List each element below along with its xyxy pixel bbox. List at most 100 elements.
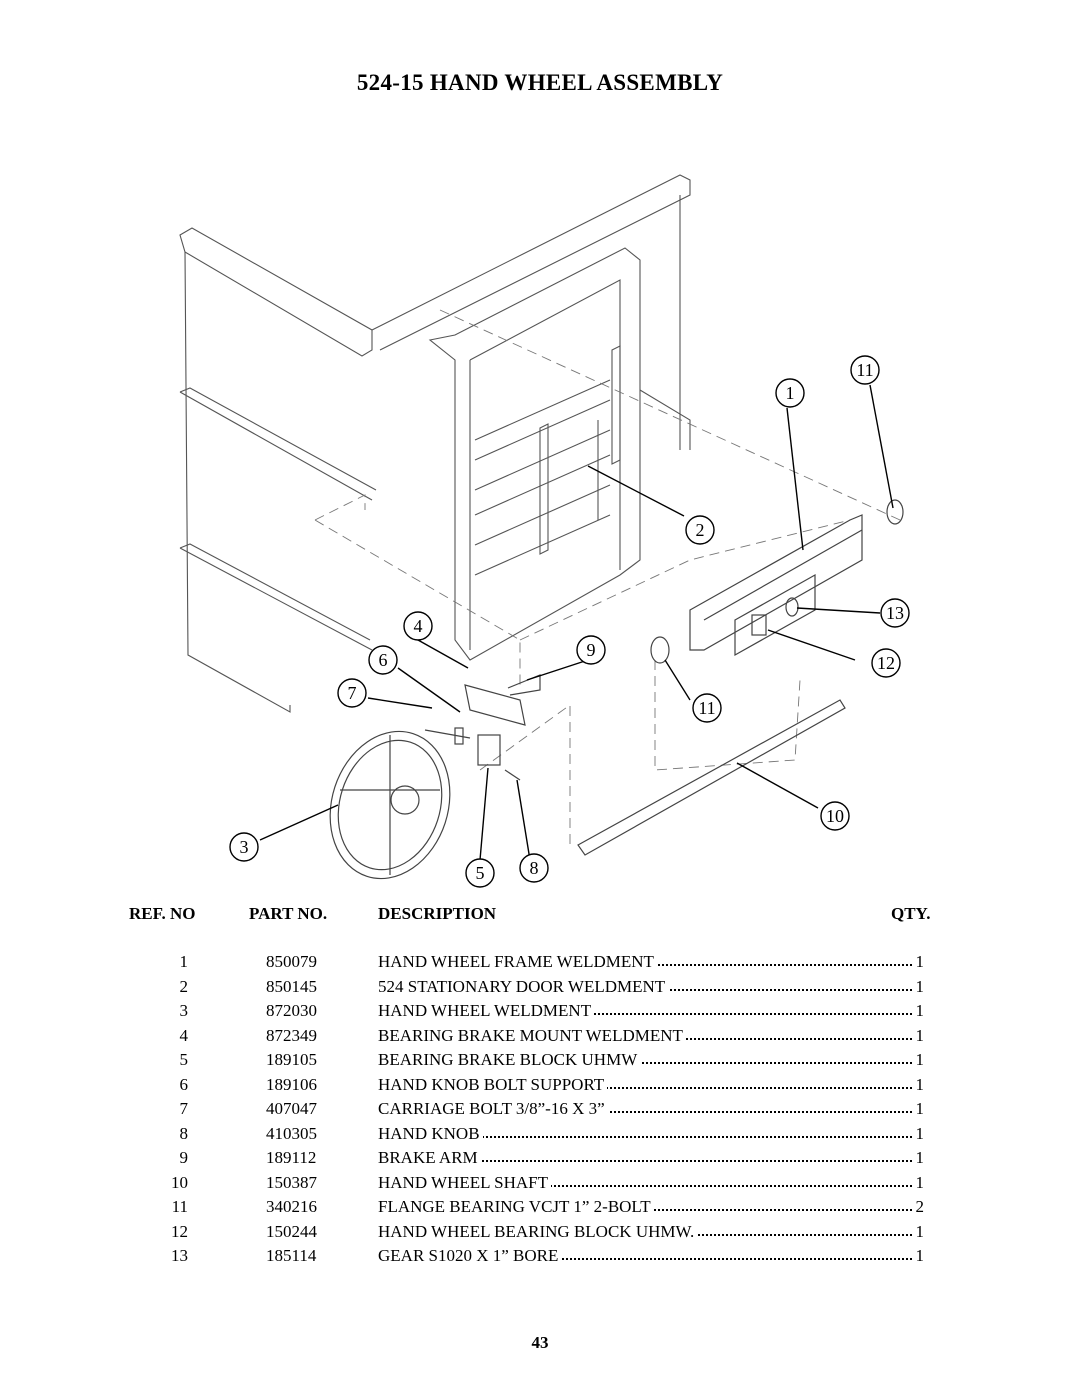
table-row: 3 872030 HAND WHEEL WELDMENT 1	[0, 1001, 1080, 1025]
description: HAND WHEEL WELDMENT	[378, 1001, 595, 1020]
svg-text:9: 9	[587, 640, 596, 660]
table-row: 10 150387 HAND WHEEL SHAFT 1	[0, 1172, 1080, 1197]
hand-wheel-frame	[689, 514, 863, 651]
part-no: 850145	[266, 976, 317, 996]
table-row: 12 150244 HAND WHEEL BEARING BLOCK UHMW.…	[0, 1221, 1080, 1246]
qty: 1	[915, 1074, 925, 1094]
bearing-block	[751, 614, 767, 636]
description: HAND WHEEL FRAME WELDMENT	[378, 952, 657, 971]
qty: 1	[915, 1246, 925, 1265]
table-row: 9 189112 BRAKE ARM 1	[0, 1148, 1080, 1172]
ref-no: 11	[171, 1197, 188, 1216]
table-row: 5 189105 BEARING BRAKE BLOCK UHMW 1	[0, 1050, 1080, 1074]
part-no: 850079	[266, 952, 317, 971]
description: GEAR S1020 X 1” BORE	[378, 1246, 562, 1265]
callout-11-bottom: 11	[692, 693, 722, 723]
description: BEARING BRAKE MOUNT WELDMENT	[378, 1025, 686, 1045]
ref-no: 4	[179, 1025, 189, 1045]
callout-11-top: 11	[850, 355, 880, 385]
page-number: 43	[531, 1333, 549, 1352]
ref-no: 5	[179, 1050, 189, 1069]
header-description: DESCRIPTION	[378, 904, 497, 923]
part-no: 185114	[266, 1246, 317, 1265]
qty: 1	[915, 952, 925, 971]
qty: 2	[915, 1197, 925, 1216]
svg-text:11: 11	[856, 360, 873, 380]
description: BRAKE ARM	[378, 1148, 481, 1167]
qty: 1	[915, 1123, 925, 1143]
description: HAND KNOB	[378, 1123, 483, 1143]
callout-6: 6	[368, 645, 398, 675]
part-no: 150244	[266, 1221, 317, 1241]
ref-no: 1	[179, 952, 189, 971]
svg-text:1: 1	[786, 383, 795, 403]
svg-text:3: 3	[240, 837, 249, 857]
svg-text:2: 2	[696, 520, 705, 540]
table-row: 13 185114 GEAR S1020 X 1” BORE 1	[0, 1246, 1080, 1270]
svg-text:12: 12	[877, 653, 895, 673]
header-part-no: PART NO.	[249, 904, 328, 923]
left-side-panel	[179, 227, 373, 357]
gear-rack	[539, 423, 549, 555]
description: HAND WHEEL BEARING BLOCK UHMW.	[378, 1221, 698, 1241]
svg-text:10: 10	[826, 806, 844, 826]
qty: 1	[915, 1001, 925, 1020]
header-qty: QTY.	[891, 904, 931, 923]
gear	[785, 597, 799, 617]
ref-no: 10	[171, 1172, 188, 1192]
part-no: 407047	[266, 1099, 317, 1118]
table-row: 8 410305 HAND KNOB 1	[0, 1123, 1080, 1148]
callout-8: 8	[519, 853, 549, 883]
ref-no: 12	[171, 1221, 188, 1241]
callout-13: 13	[880, 598, 910, 628]
ref-no: 7	[179, 1099, 189, 1118]
ref-no: 13	[171, 1246, 188, 1265]
hand-wheel	[329, 730, 451, 880]
svg-text:5: 5	[476, 863, 485, 883]
svg-text:11: 11	[698, 698, 715, 718]
callout-5: 5	[465, 858, 495, 888]
description: HAND WHEEL SHAFT	[378, 1172, 551, 1192]
callout-1: 1	[775, 378, 805, 408]
svg-text:7: 7	[348, 683, 357, 703]
flange-bearing-top	[886, 499, 904, 525]
part-no: 150387	[266, 1172, 317, 1192]
part-no: 340216	[266, 1197, 317, 1216]
description: BEARING BRAKE BLOCK UHMW	[378, 1050, 641, 1069]
brake-arm	[464, 684, 526, 726]
table-row: 4 872349 BEARING BRAKE MOUNT WELDMENT 1	[0, 1025, 1080, 1050]
qty: 1	[915, 1099, 925, 1118]
back-wall-panel	[371, 174, 691, 351]
table-row: 1 850079 HAND WHEEL FRAME WELDMENT 1	[0, 952, 1080, 976]
svg-text:4: 4	[414, 616, 423, 636]
part-no: 189112	[266, 1148, 317, 1167]
ref-no: 3	[179, 1001, 189, 1020]
part-no: 189106	[266, 1074, 317, 1094]
ref-no: 9	[179, 1148, 189, 1167]
callout-9: 9	[576, 635, 606, 665]
callout-4: 4	[403, 611, 433, 641]
callout-7: 7	[337, 678, 367, 708]
table-row: 6 189106 HAND KNOB BOLT SUPPORT 1	[0, 1074, 1080, 1099]
ref-no: 8	[179, 1123, 189, 1143]
part-no: 189105	[266, 1050, 317, 1069]
ref-no: 2	[179, 976, 189, 996]
callout-3: 3	[229, 832, 259, 862]
svg-text:13: 13	[886, 603, 904, 623]
assembly-drawing: 11 1 2 13 4 9 6 12 7 11 10 3 5 8	[179, 174, 910, 888]
svg-text:8: 8	[530, 858, 539, 878]
callout-10: 10	[820, 801, 850, 831]
part-no: 872030	[266, 1001, 317, 1020]
part-no: 872349	[266, 1025, 317, 1045]
table-row: 7 407047 CARRIAGE BOLT 3/8”-16 X 3” 1	[0, 1099, 1080, 1123]
callout-12: 12	[871, 648, 901, 678]
hand-wheel-shaft	[577, 699, 846, 856]
qty: 1	[915, 1050, 925, 1069]
ref-no: 6	[179, 1074, 189, 1094]
table-row: 11 340216 FLANGE BEARING VCJT 1” 2-BOLT …	[0, 1197, 1080, 1221]
qty: 1	[915, 1221, 925, 1241]
page-title: 524-15 HAND WHEEL ASSEMBLY	[356, 70, 724, 95]
door-frame	[428, 247, 641, 661]
description: FLANGE BEARING VCJT 1” 2-BOLT	[378, 1197, 654, 1216]
callout-2: 2	[685, 515, 715, 545]
